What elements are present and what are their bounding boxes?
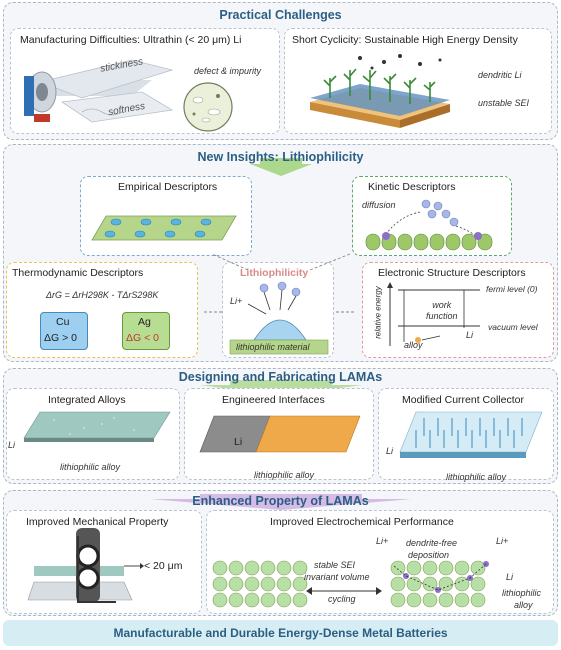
empirical-descriptors-title: Empirical Descriptors xyxy=(118,181,218,193)
diffusion-illustration xyxy=(365,199,493,251)
lithium-roll-illustration xyxy=(24,59,174,123)
lithiophilicity-center-title: Lithiophilicity xyxy=(240,267,309,279)
dendritic-li-label: dendritic Li xyxy=(478,70,522,80)
footer-text: Manufacturable and Durable Energy-Dense … xyxy=(113,626,448,640)
energy-level-diagram xyxy=(387,282,480,346)
down-arrow-icon-3 xyxy=(150,494,412,510)
new-insights-title: New Insights: Lithiophilicity xyxy=(197,150,364,164)
practical-challenges-title: Practical Challenges xyxy=(219,8,342,22)
engineered-alloy-label: lithiophilic alloy xyxy=(254,470,315,480)
dendrite-free-label: dendrite-free xyxy=(406,538,458,548)
modified-alloy-label: lithiophilic alloy xyxy=(446,472,507,482)
defect-magnifier-icon xyxy=(183,82,233,132)
spheres-after-illustration xyxy=(390,560,489,608)
modified-collector-title: Modified Current Collector xyxy=(402,394,524,406)
integrated-li-label: Li xyxy=(8,440,16,450)
droplet-array-illustration xyxy=(91,215,237,241)
deposition-label: deposition xyxy=(408,550,450,560)
integrated-alloy-label: lithiophilic alloy xyxy=(60,462,121,472)
engineered-interface-illustration xyxy=(199,415,361,453)
ag-delta-g: ΔG < 0 xyxy=(126,332,159,344)
thermodynamic-descriptors-title: Thermodynamic Descriptors xyxy=(12,267,144,279)
electronic-descriptors-title: Electronic Structure Descriptors xyxy=(378,267,526,279)
invariant-volume-label: invariant volume xyxy=(304,572,370,582)
relative-energy-axis-label: relative energy xyxy=(373,286,383,339)
current-collector-illustration xyxy=(399,411,543,458)
dendrite-growth-illustration xyxy=(310,54,450,128)
spheres-before-illustration xyxy=(212,560,308,608)
ag-box xyxy=(122,312,170,350)
lithiophilic-material-label: lithiophilic material xyxy=(236,342,310,352)
cycling-label: cycling xyxy=(328,594,356,604)
li-plus-left-label: Li+ xyxy=(376,536,389,546)
unstable-sei-label: unstable SEI xyxy=(478,98,530,108)
enhanced-title: Enhanced Property of LAMAs xyxy=(192,494,369,508)
alloy-after-label: alloy xyxy=(514,600,533,610)
cyclicity-title: Short Cyclicity: Sustainable High Energy… xyxy=(292,34,518,46)
designing-title: Designing and Fabricating LAMAs xyxy=(178,370,383,384)
diffusion-label: diffusion xyxy=(362,200,396,210)
electronic-descriptors-panel xyxy=(362,262,554,358)
modified-li-label: Li xyxy=(386,446,394,456)
vacuum-level-label: vacuum level xyxy=(488,322,538,332)
mechanical-title: Improved Mechanical Property xyxy=(26,516,169,528)
ag-label: Ag xyxy=(138,316,151,328)
li-plus-right-label: Li+ xyxy=(496,536,509,546)
integrated-alloys-title: Integrated Alloys xyxy=(48,394,126,406)
gibbs-equation: ΔrG = ΔrH298K - TΔrS298K xyxy=(46,290,159,300)
stable-sei-label: stable SEI xyxy=(314,560,356,570)
li-deposition-illustration xyxy=(229,281,329,355)
fermi-level-label: fermi level (0) xyxy=(486,284,538,294)
cu-box xyxy=(40,312,88,350)
electrochemical-title: Improved Electrochemical Performance xyxy=(270,516,454,528)
manufacturing-title: Manufacturing Difficulties: Ultrathin (<… xyxy=(20,34,242,46)
roller-press-illustration xyxy=(27,528,133,603)
engineered-li-label: Li xyxy=(234,436,243,448)
thickness-arrow-icon xyxy=(124,563,144,569)
footer-banner xyxy=(3,620,558,646)
integrated-alloy-sheet xyxy=(23,411,171,442)
cu-label: Cu xyxy=(56,316,70,328)
li-energy-label: Li xyxy=(466,330,474,340)
li-plus-center-label: Li+ xyxy=(230,296,243,306)
thickness-label: < 20 μm xyxy=(144,560,183,572)
kinetic-descriptors-title: Kinetic Descriptors xyxy=(368,181,456,193)
defect-impurity-label: defect & impurity xyxy=(194,66,262,76)
alloy-energy-label: alloy xyxy=(404,340,423,350)
lithiophilic-label: lithiophilic xyxy=(502,588,542,598)
cycling-arrow-icon xyxy=(306,587,382,595)
engineered-interfaces-title: Engineered Interfaces xyxy=(222,394,325,406)
cu-delta-g: ΔG > 0 xyxy=(44,332,77,344)
li-after-label: Li xyxy=(506,572,514,582)
down-arrow-icon xyxy=(250,158,312,176)
